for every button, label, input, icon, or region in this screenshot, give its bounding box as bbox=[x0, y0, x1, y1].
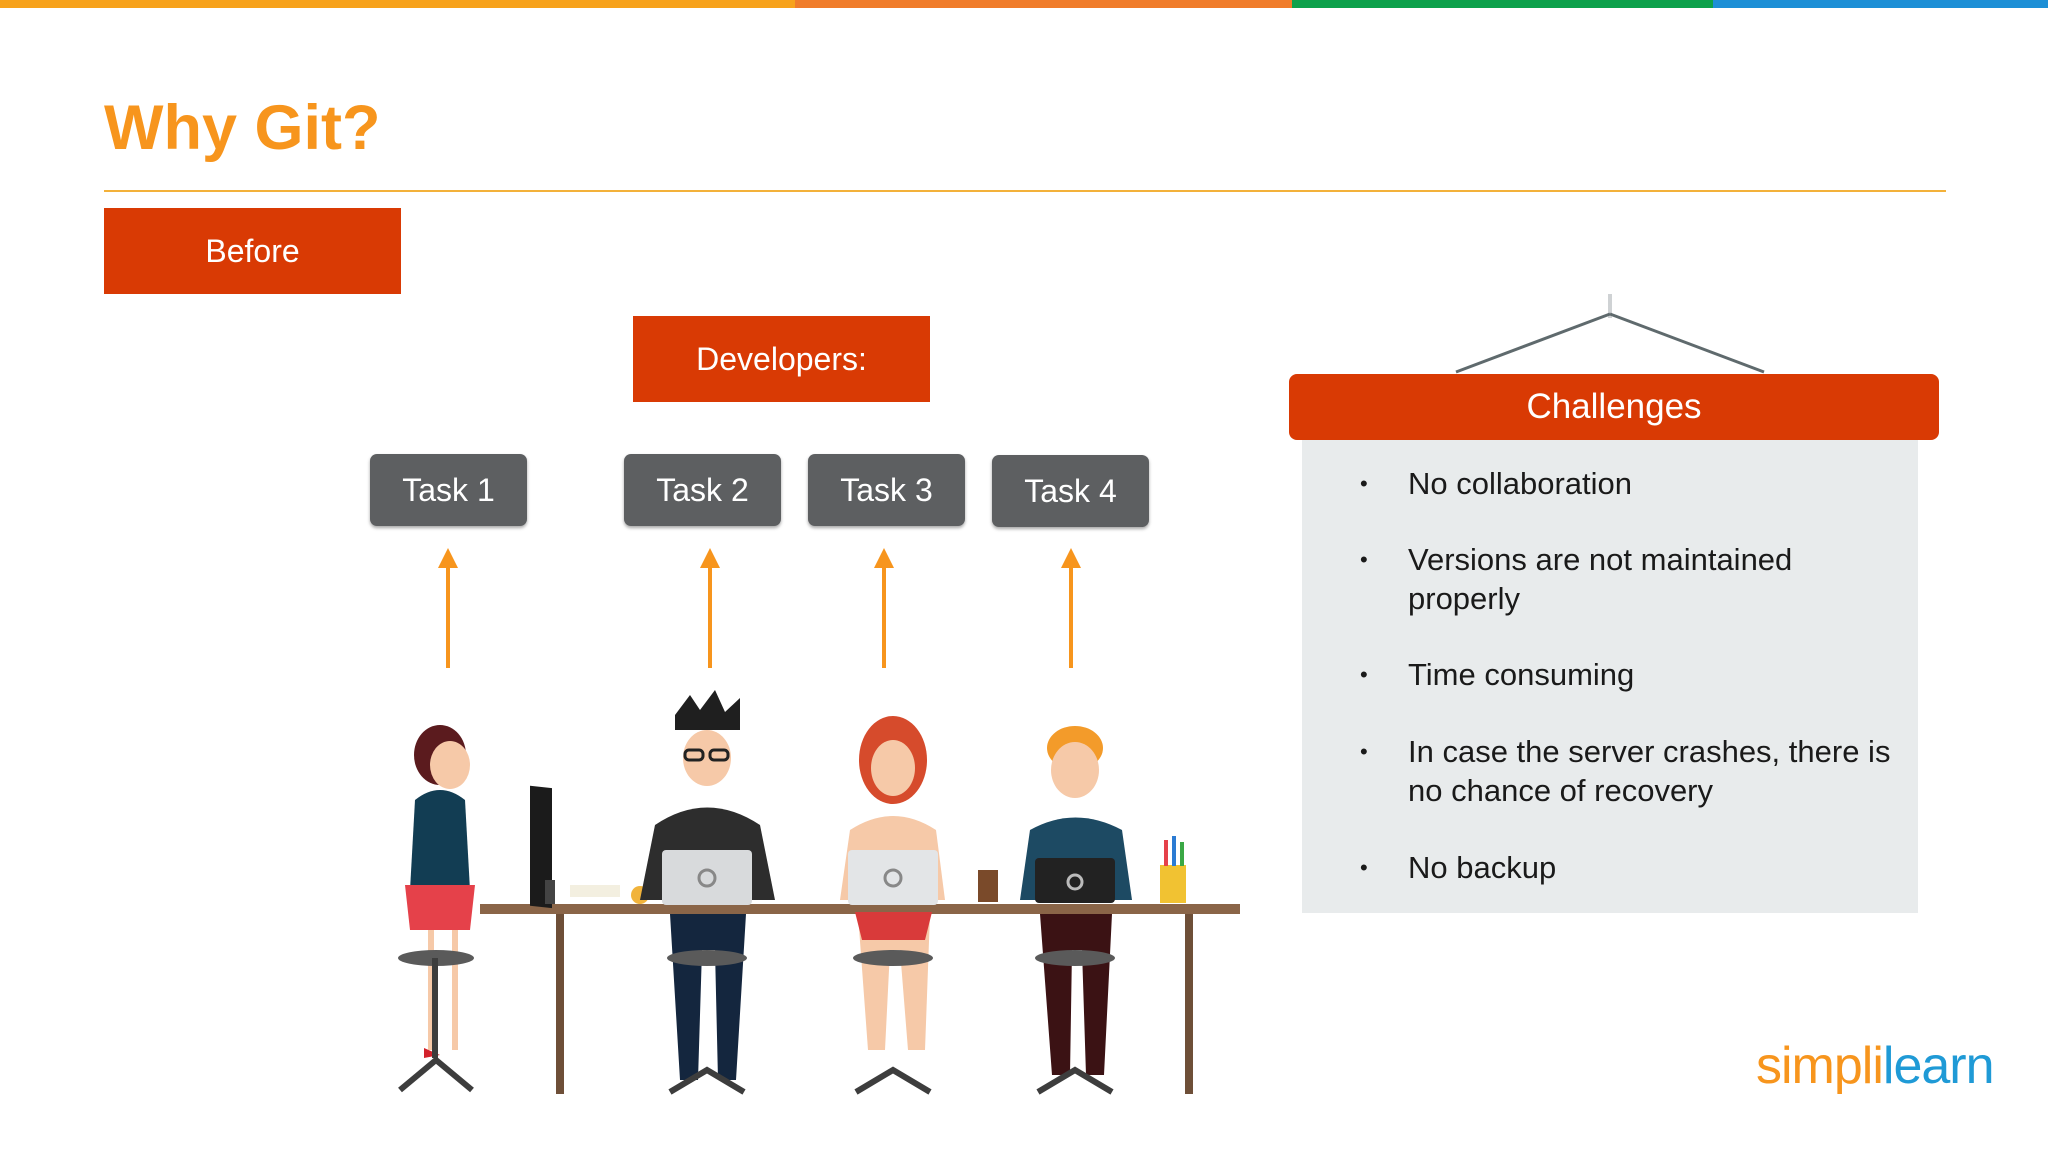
challenge-line: In case the server crashes, there is bbox=[1408, 734, 1891, 769]
arrow-up-icon bbox=[1061, 548, 1081, 668]
bullet-icon: • bbox=[1360, 739, 1368, 764]
top-bar-segment-green bbox=[1292, 0, 1713, 8]
challenge-item-5: No backup bbox=[1408, 848, 1968, 887]
challenge-item-1: No collaboration bbox=[1408, 464, 1968, 503]
challenge-item-2: Versions are not maintained properly bbox=[1408, 540, 1968, 618]
task-1-box: Task 1 bbox=[370, 454, 527, 526]
challenge-line: properly bbox=[1408, 581, 1520, 616]
developers-at-desk-illustration bbox=[398, 690, 1240, 1095]
challenges-heading: Challenges bbox=[1289, 374, 1939, 440]
hanging-string-connector bbox=[1455, 294, 1765, 374]
top-bar-segment-yellow bbox=[0, 0, 795, 8]
task-2-box: Task 2 bbox=[624, 454, 781, 526]
logo-part-i: i bbox=[1872, 1037, 1884, 1095]
bullet-icon: • bbox=[1360, 471, 1368, 496]
challenge-line: no chance of recovery bbox=[1408, 773, 1714, 808]
top-color-bar bbox=[0, 0, 2048, 8]
before-label: Before bbox=[104, 208, 401, 294]
bullet-icon: • bbox=[1360, 547, 1368, 572]
challenge-line: Versions are not maintained bbox=[1408, 542, 1793, 577]
top-bar-segment-blue bbox=[1713, 0, 2048, 8]
slide-title: Why Git? bbox=[104, 93, 381, 163]
challenges-panel bbox=[1302, 440, 1918, 913]
task-4-box: Task 4 bbox=[992, 455, 1149, 527]
challenge-line: No backup bbox=[1408, 850, 1557, 885]
arrow-up-icon bbox=[700, 548, 720, 668]
challenge-item-3: Time consuming bbox=[1408, 655, 1968, 694]
task-3-box: Task 3 bbox=[808, 454, 965, 526]
challenge-line: Time consuming bbox=[1408, 657, 1635, 692]
developers-label: Developers: bbox=[633, 316, 930, 402]
arrow-up-icon bbox=[874, 548, 894, 668]
bullet-icon: • bbox=[1360, 662, 1368, 687]
arrow-up-icon bbox=[438, 548, 458, 668]
logo-part-learn: learn bbox=[1882, 1037, 1995, 1095]
challenge-line: No collaboration bbox=[1408, 466, 1633, 501]
challenge-item-4: In case the server crashes, there is no … bbox=[1408, 732, 1968, 810]
title-divider bbox=[104, 190, 1946, 192]
logo-part-simpl: simpl bbox=[1756, 1037, 1873, 1095]
simplilearn-logo: simplilearn bbox=[1756, 1036, 1995, 1096]
bullet-icon: • bbox=[1360, 855, 1368, 880]
top-bar-segment-orange bbox=[795, 0, 1292, 8]
